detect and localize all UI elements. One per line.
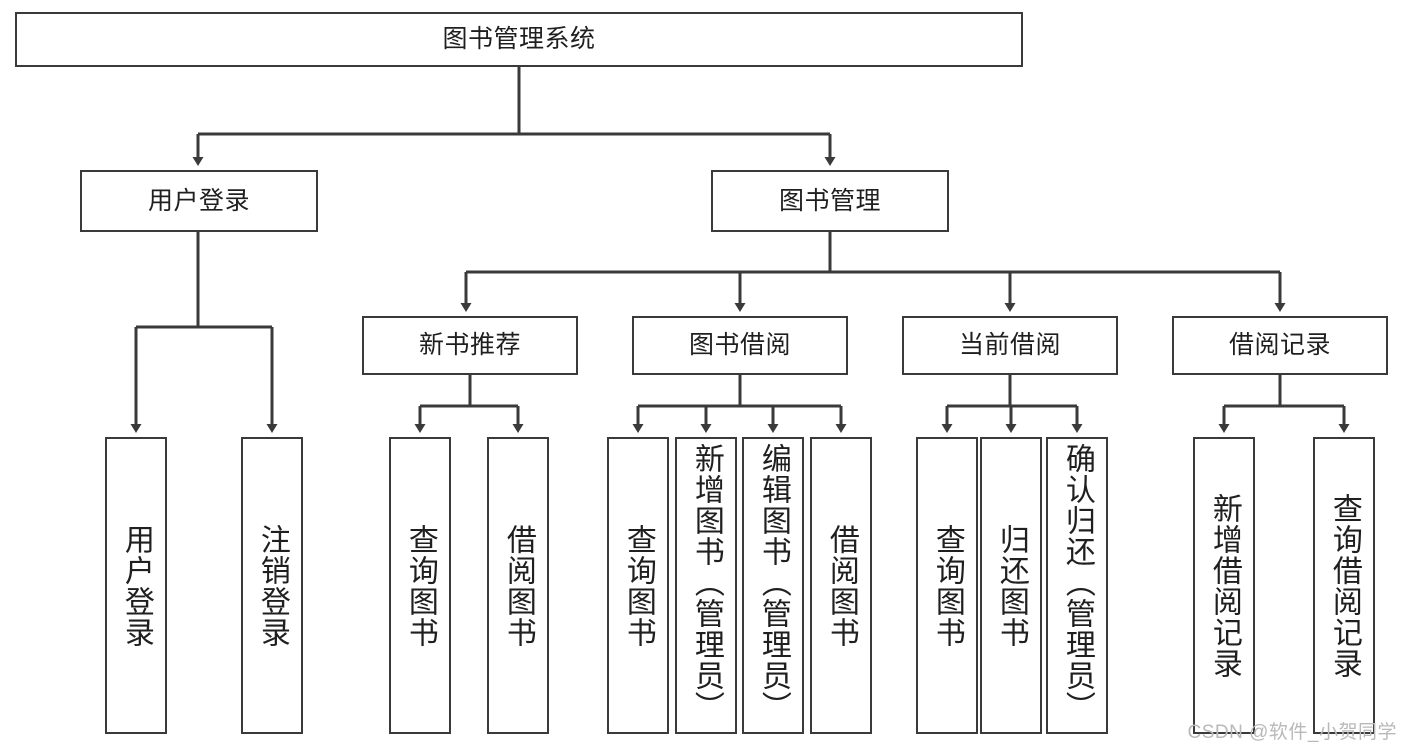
node-user-login[interactable]: 用户登录 [80,170,318,232]
node-label: 借阅图书 [501,523,535,648]
node-label: 归还图书 [994,523,1028,648]
leaf-current-return-book[interactable]: 归还图书 [980,437,1042,734]
node-label: 注销登录 [255,523,289,648]
leaf-current-confirm-return-admin[interactable]: 确认归还（管理员） [1046,437,1108,734]
node-label: 新增图书（管理员） [689,443,723,722]
node-label: 新书推荐 [418,331,521,359]
watermark-text: CSDN @软件_小贺同学 [1187,722,1397,743]
node-label: 查询图书 [403,523,437,648]
leaf-record-query-record[interactable]: 查询借阅记录 [1313,437,1375,734]
leaf-borrow-edit-book-admin[interactable]: 编辑图书（管理员） [742,437,804,734]
node-current-borrow[interactable]: 当前借阅 [902,316,1118,375]
node-book-borrow[interactable]: 图书借阅 [632,316,848,375]
leaf-current-query-book[interactable]: 查询图书 [916,437,978,734]
node-label: 新增借阅记录 [1207,492,1241,679]
node-label: 借阅图书 [824,523,858,648]
node-label: 查询图书 [621,523,655,648]
node-book-management[interactable]: 图书管理 [711,170,949,232]
node-label: 图书管理系统 [442,25,596,53]
leaf-borrow-borrow-book[interactable]: 借阅图书 [810,437,872,734]
node-root-system[interactable]: 图书管理系统 [15,12,1023,67]
node-label: 用户登录 [147,186,250,215]
node-label: 图书借阅 [688,331,791,359]
leaf-user-login-logout[interactable]: 注销登录 [241,437,303,734]
node-label: 用户登录 [119,523,153,648]
node-new-book-recommend[interactable]: 新书推荐 [362,316,578,375]
leaf-record-add-record[interactable]: 新增借阅记录 [1193,437,1255,734]
leaf-user-login-login[interactable]: 用户登录 [105,437,167,734]
leaf-recommend-query-book[interactable]: 查询图书 [389,437,451,734]
node-label: 查询借阅记录 [1327,492,1361,679]
leaf-borrow-query-book[interactable]: 查询图书 [607,437,669,734]
leaf-borrow-add-book-admin[interactable]: 新增图书（管理员） [675,437,737,734]
leaf-recommend-borrow-book[interactable]: 借阅图书 [487,437,549,734]
node-label: 借阅记录 [1228,331,1331,359]
node-label: 编辑图书（管理员） [756,443,790,722]
node-label: 确认归还（管理员） [1060,443,1094,722]
node-label: 图书管理 [778,186,881,215]
node-borrow-record[interactable]: 借阅记录 [1172,316,1388,375]
node-label: 查询图书 [930,523,964,648]
node-label: 当前借阅 [958,331,1061,359]
